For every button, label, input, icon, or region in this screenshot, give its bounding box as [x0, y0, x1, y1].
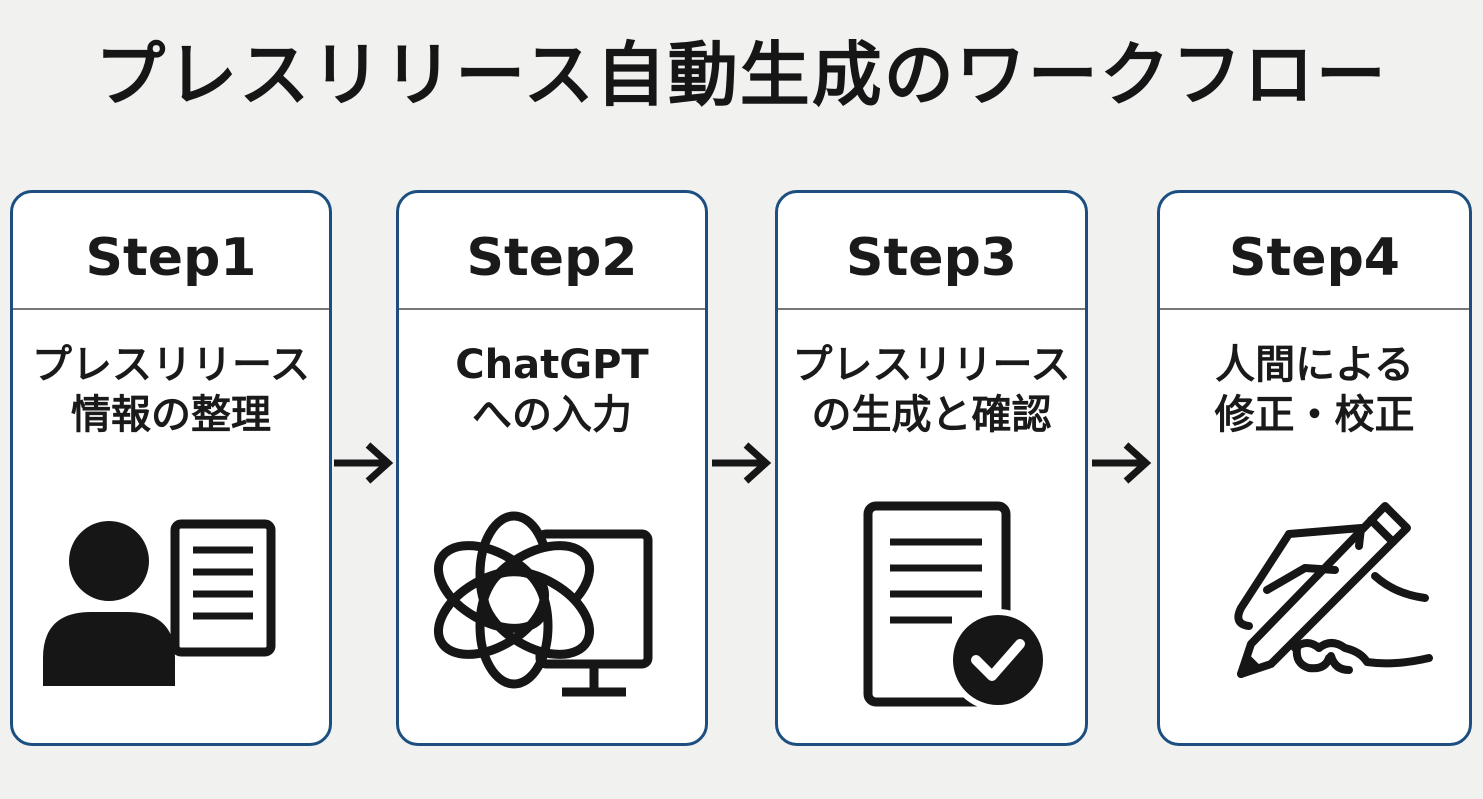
step-description-line: 修正・校正 [1214, 392, 1415, 438]
page-title: プレスリリース自動生成のワークフロー [95, 34, 1388, 116]
step-description-line: プレスリリース [32, 342, 310, 388]
chatgpt-monitor-icon [399, 485, 705, 730]
step-label: Step1 [85, 227, 257, 288]
step-header: Step4 [1160, 193, 1469, 310]
step-card-2: Step2 ChatGPT への入力 [396, 190, 708, 746]
step-header: Step1 [13, 193, 329, 310]
step-card-4: Step4 人間による 修正・校正 [1157, 190, 1472, 746]
step-header: Step2 [399, 193, 705, 310]
step-body: 人間による 修正・校正 [1160, 310, 1469, 743]
step-description-line: ChatGPT [455, 342, 649, 388]
step-card-3: Step3 プレスリリース の生成と確認 [775, 190, 1088, 746]
arrow-right-icon [712, 442, 772, 484]
step-description: ChatGPT への入力 [399, 340, 705, 440]
step-body: プレスリリース の生成と確認 [778, 310, 1085, 743]
person-document-icon [13, 485, 329, 730]
arrow-right-icon [1092, 442, 1152, 484]
document-check-icon [778, 485, 1085, 730]
step-body: ChatGPT への入力 [399, 310, 705, 743]
step-description-line: プレスリリース [792, 342, 1071, 388]
step-description: プレスリリース の生成と確認 [778, 340, 1085, 440]
arrow-right-icon [334, 442, 394, 484]
step-description-line: 人間による [1215, 342, 1414, 388]
step-label: Step2 [466, 227, 638, 288]
step-body: プレスリリース 情報の整理 [13, 310, 329, 743]
step-description-line: への入力 [472, 392, 632, 438]
step-description-line: の生成と確認 [811, 392, 1052, 438]
step-label: Step3 [846, 227, 1017, 288]
step-description: プレスリリース 情報の整理 [13, 340, 329, 440]
step-label: Step4 [1229, 227, 1400, 288]
step-description-line: 情報の整理 [71, 392, 271, 438]
step-card-1: Step1 プレスリリース 情報の整理 [10, 190, 332, 746]
hand-pen-icon [1160, 485, 1469, 730]
step-header: Step3 [778, 193, 1085, 310]
step-description: 人間による 修正・校正 [1160, 340, 1469, 440]
